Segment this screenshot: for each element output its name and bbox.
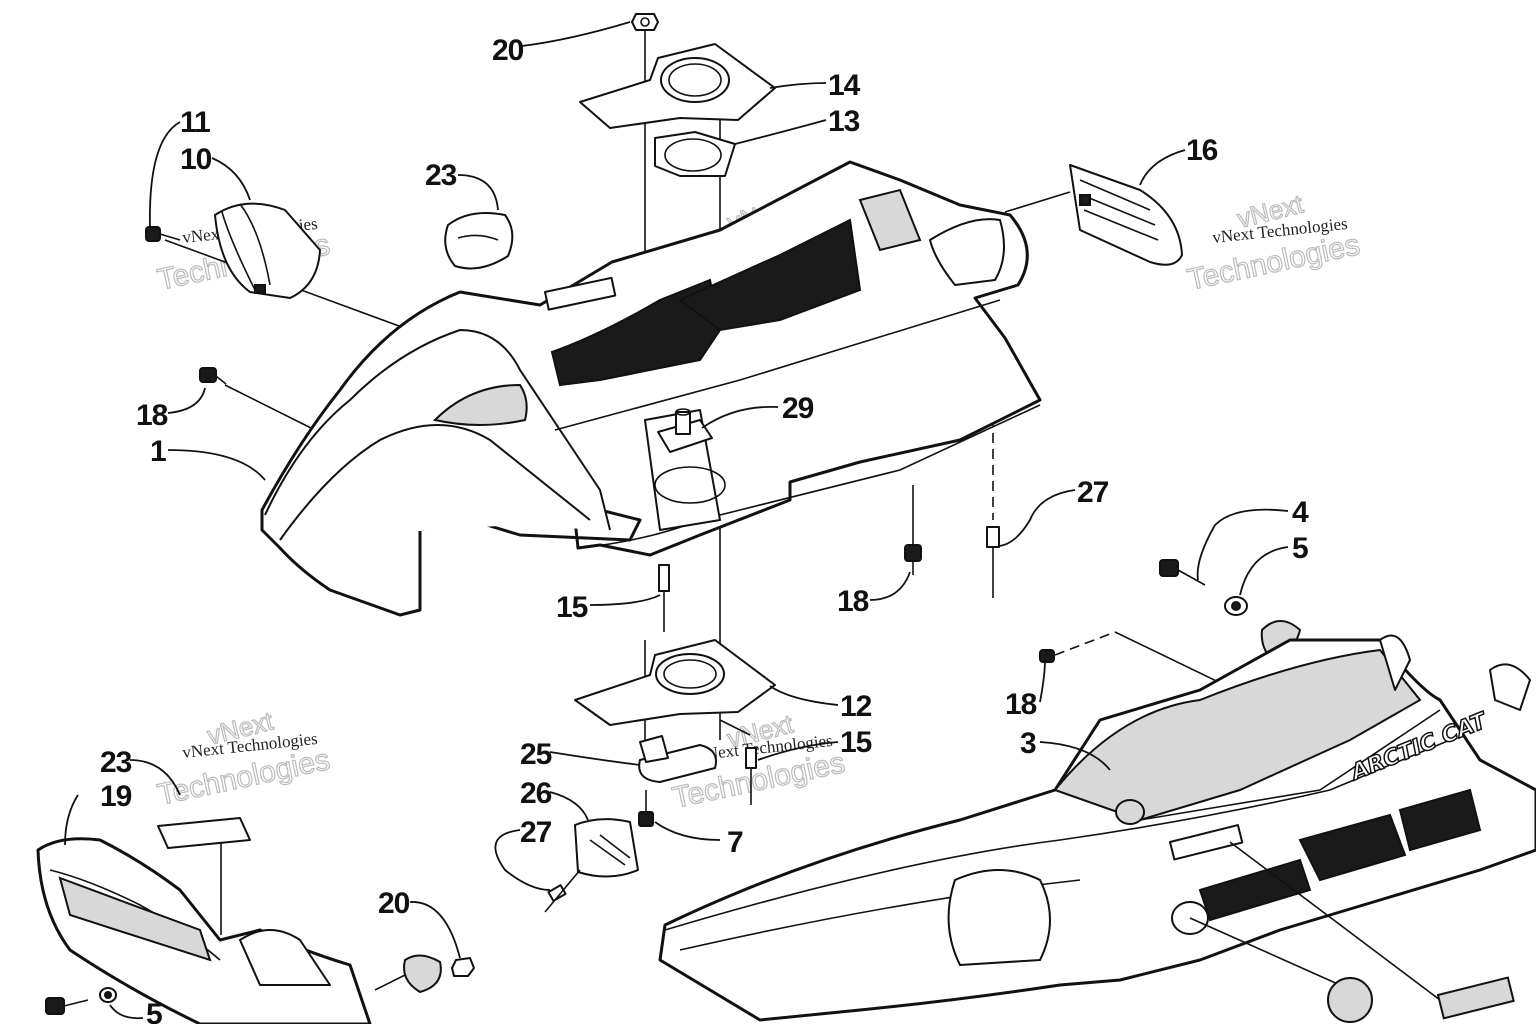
washer-part-5-lower: [99, 987, 117, 1003]
washer-part-5-right: [1224, 596, 1248, 616]
reflector-part: [1229, 841, 1515, 1020]
leader-lines: [64, 21, 1289, 1020]
callout-label: 18: [136, 399, 168, 432]
pad-part-23-upper: [444, 212, 514, 270]
callout-label: 11: [180, 106, 210, 139]
side-cover-part-19: [36, 830, 372, 1024]
callout-label: 3: [1020, 727, 1036, 760]
rivet-part-27-upper: [986, 526, 1000, 598]
pad-part-23-lower: [157, 817, 251, 849]
nose-pan-part-3: ARCTIC CAT: [658, 634, 1536, 1022]
callout-label: 7: [727, 826, 743, 859]
mount-plate-part-12: [574, 639, 776, 726]
callout-label: 15: [556, 591, 588, 624]
callout-label: 12: [840, 690, 872, 723]
nut-part-20-top: [631, 13, 659, 31]
callout-label: 26: [520, 777, 552, 810]
callout-label: 25: [520, 738, 552, 771]
callout-label: 1: [150, 435, 166, 468]
hood-body-part-1: [260, 160, 1042, 617]
gasket-part-13: [654, 131, 736, 177]
callout-numbers: 20 14 13 11 10 23 16 18 1 29 27 4 5 15 1…: [100, 34, 1310, 1024]
rivet-part-15-lower: [745, 747, 757, 805]
bracket-part-25: [638, 735, 717, 783]
mount-plate-part-14: [579, 43, 776, 129]
callout-label: 18: [1005, 688, 1037, 721]
callout-label: 27: [520, 816, 552, 849]
rivet-part-15-upper: [658, 564, 670, 632]
screw-part-11: [145, 226, 181, 242]
callout-label: 13: [828, 105, 860, 138]
callout-label: 20: [492, 34, 524, 67]
callout-label: 5: [146, 998, 162, 1024]
callout-label: 15: [840, 726, 872, 759]
callout-label: 16: [1186, 134, 1218, 167]
screw-part-18-left: [199, 367, 227, 385]
mount-boss-part-29: [657, 408, 713, 453]
watermark-bottom-left: vNext Technologies vNext Technologies: [154, 705, 333, 813]
rivet-part-27-lower: [544, 869, 581, 913]
headlight-housing-part-10: [214, 202, 321, 299]
callout-label: 23: [100, 746, 132, 779]
callout-label: 23: [425, 159, 457, 192]
watermark-top-right: vNext Technologies vNext Technologies: [1184, 188, 1363, 298]
clip-part-26: [574, 818, 639, 878]
callout-label: 4: [1292, 496, 1309, 529]
callout-label: 29: [782, 392, 814, 425]
vent-grille-part-16: [1069, 164, 1183, 266]
bolt-part-7: [638, 790, 654, 827]
bolt-part-4: [1159, 559, 1206, 586]
bolt-part-lower-left: [45, 997, 89, 1015]
callout-label: 18: [837, 585, 869, 618]
screw-part-18-center: [904, 544, 922, 575]
callout-label: 27: [1077, 476, 1109, 509]
nut-part-20-bottom: [374, 954, 475, 994]
callout-label: 19: [100, 780, 132, 813]
callout-label: 5: [1292, 532, 1308, 565]
callout-label: 20: [378, 887, 410, 920]
callout-label: 14: [828, 69, 861, 102]
round-plug-part: [1189, 917, 1373, 1023]
callout-label: 10: [180, 143, 212, 176]
